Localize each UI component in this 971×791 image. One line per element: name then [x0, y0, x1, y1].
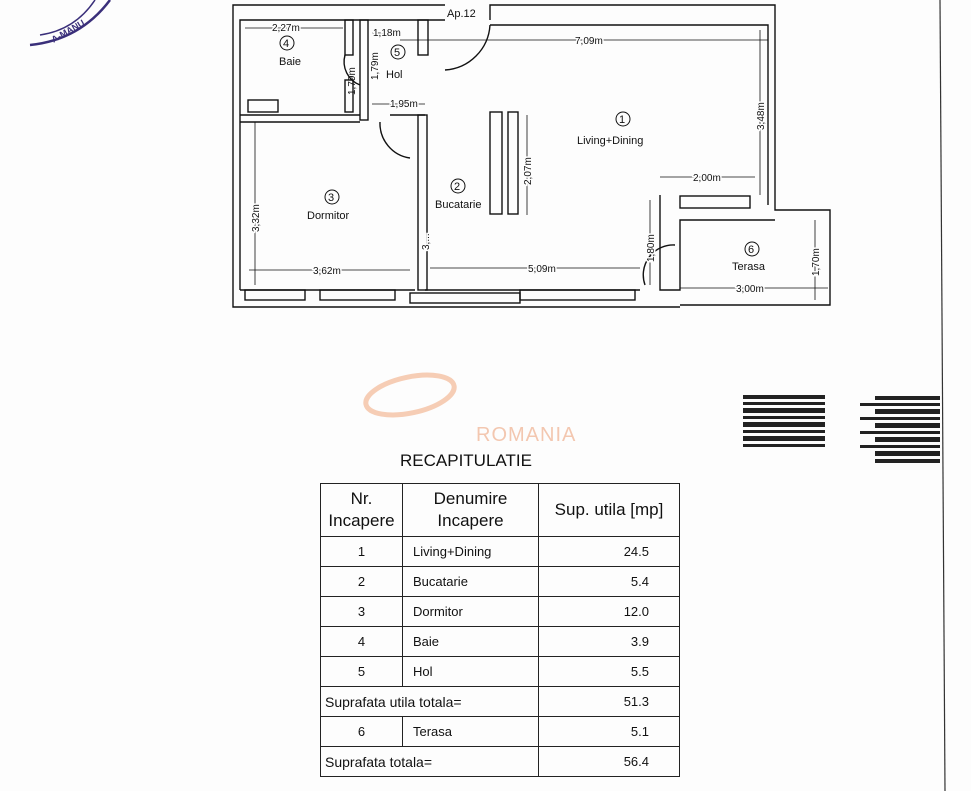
summary-title: RECAPITULATIE: [400, 451, 532, 470]
walls: [232, 4, 831, 308]
header-area: Sup. utila [mp]: [538, 483, 680, 537]
barcode-left: [743, 395, 825, 447]
svg-text:6: 6: [748, 244, 754, 256]
total-row: Suprafata totala=56.4: [320, 746, 680, 777]
svg-text:1,79m: 1,79m: [370, 52, 381, 80]
svg-text:3,...: 3,...: [421, 233, 432, 250]
svg-text:2,00m: 2,00m: [693, 173, 721, 184]
watermark-logo: [363, 372, 457, 418]
header-nr: Nr. Incapere: [320, 483, 403, 537]
svg-text:2: 2: [454, 181, 460, 193]
watermark-text: ROMANIA: [476, 424, 577, 446]
dimension-labels: 2,27m 1,18m 7,09m 1,79m 1,79m 1,95m 3,48…: [250, 22, 824, 297]
room-label-terasa: Terasa: [732, 261, 766, 273]
svg-text:7,09m: 7,09m: [575, 36, 603, 47]
svg-text:4: 4: [283, 38, 289, 50]
svg-text:5,09m: 5,09m: [528, 264, 556, 275]
room-label-dormitor: Dormitor: [307, 210, 350, 222]
dimension-lines: [245, 27, 828, 300]
svg-text:3,32m: 3,32m: [251, 204, 262, 232]
svg-text:3,00m: 3,00m: [736, 284, 764, 295]
useful-total-row: Suprafata utila totala=51.3: [320, 686, 680, 717]
room-label-living: Living+Dining: [577, 135, 643, 147]
svg-text:1: 1: [619, 114, 625, 126]
svg-text:1,18m: 1,18m: [373, 28, 401, 39]
svg-text:1,70m: 1,70m: [811, 248, 822, 276]
header-name: Denumire Incapere: [402, 483, 539, 537]
svg-text:3: 3: [328, 192, 334, 204]
page-edge-line: [939, 0, 946, 791]
svg-text:2,07m: 2,07m: [523, 157, 534, 185]
stamp-seal: A-MANU: [29, 0, 111, 47]
summary-table: Nr. Incapere Denumire Incapere Sup. util…: [320, 483, 680, 777]
svg-text:1,79m: 1,79m: [347, 67, 358, 95]
svg-text:1,80m: 1,80m: [646, 234, 657, 262]
svg-text:3,48m: 3,48m: [756, 102, 767, 130]
svg-text:2,27m: 2,27m: [272, 23, 300, 34]
svg-text:1,95m: 1,95m: [390, 99, 418, 110]
barcode-right: [860, 396, 940, 463]
svg-text:3,62m: 3,62m: [313, 266, 341, 277]
apartment-label: Ap.12: [447, 8, 476, 20]
table-header: Nr. Incapere Denumire Incapere Sup. util…: [320, 483, 680, 537]
room-label-baie: Baie: [279, 56, 301, 68]
svg-text:5: 5: [394, 47, 400, 59]
plan-labels: Ap.12 1 Living+Dining 2 Bucatarie 3 Dorm…: [279, 8, 766, 273]
room-label-bucatarie: Bucatarie: [435, 199, 481, 211]
room-label-hol: Hol: [386, 69, 403, 81]
